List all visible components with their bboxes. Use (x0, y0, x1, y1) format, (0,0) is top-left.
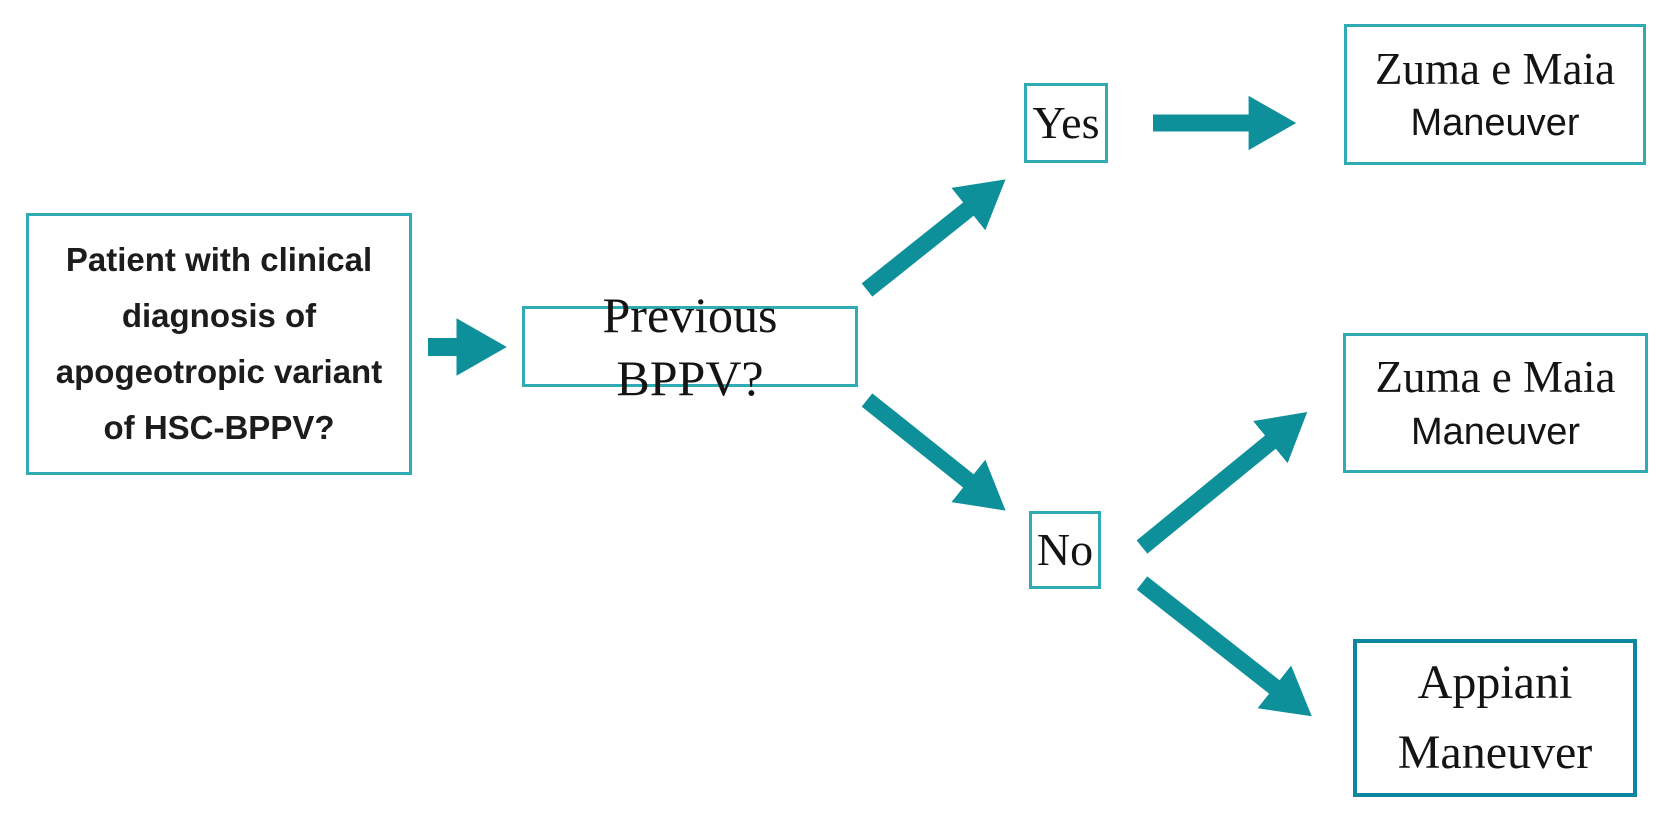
arrow-no-to-appiani-maneuver (1136, 576, 1312, 717)
start-node-patient-diagnosis: Patient with clinical diagnosis of apoge… (26, 213, 412, 475)
start-node-line: apogeotropic variant (55, 353, 383, 390)
outcome-label-line1: Appiani (1417, 656, 1573, 710)
outcome-label-line2: Maneuver (1410, 102, 1580, 145)
outcome-label-line1: Zuma e Maia (1375, 43, 1615, 94)
outcome-node-zuma-e-maia-top: Zuma e Maia Maneuver (1344, 24, 1646, 165)
branch-no-label: No (1036, 524, 1094, 576)
branch-node-no: No (1029, 511, 1101, 589)
outcome-label-line2: Maneuver (1411, 410, 1580, 453)
branch-node-yes: Yes (1024, 83, 1108, 163)
start-node-line: of HSC-BPPV? (103, 409, 335, 447)
outcome-node-appiani: Appiani Maneuver (1353, 639, 1637, 797)
arrow-decision-to-yes (861, 179, 1006, 297)
start-node-line: diagnosis of (121, 296, 317, 334)
outcome-node-zuma-e-maia-middle: Zuma e Maia Maneuver (1343, 333, 1648, 473)
decision-node-previous-bppv: Previous BPPV? (522, 287, 858, 406)
decision-node-label: Previous BPPV? (602, 287, 778, 406)
outcome-label-line2: Maneuver (1397, 726, 1593, 779)
start-node-line: Patient with clinical (65, 240, 373, 278)
branch-yes-label: Yes (1032, 97, 1100, 149)
arrow-decision-to-no (861, 393, 1006, 511)
arrow-no-to-zuma-maneuver (1136, 412, 1308, 554)
outcome-label-line1: Zuma e Maia (1375, 352, 1616, 403)
